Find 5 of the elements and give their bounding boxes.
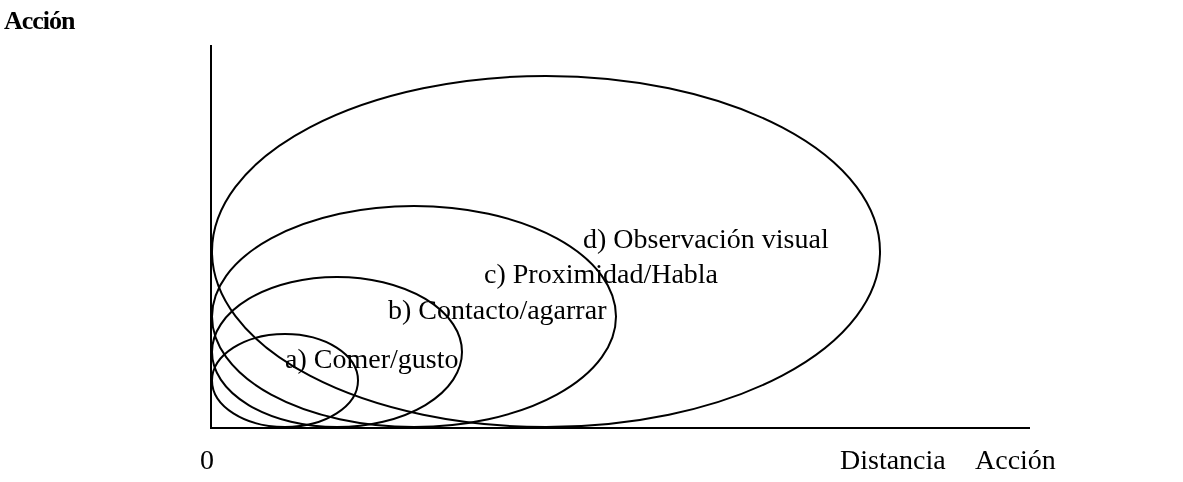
axis-title: Acción: [4, 8, 75, 34]
axis-title: Distancia: [840, 446, 946, 474]
axis-origin-label: 0: [200, 446, 214, 474]
axis-title: Acción: [975, 446, 1056, 474]
ellipse-label: d) Observación visual: [583, 225, 829, 253]
